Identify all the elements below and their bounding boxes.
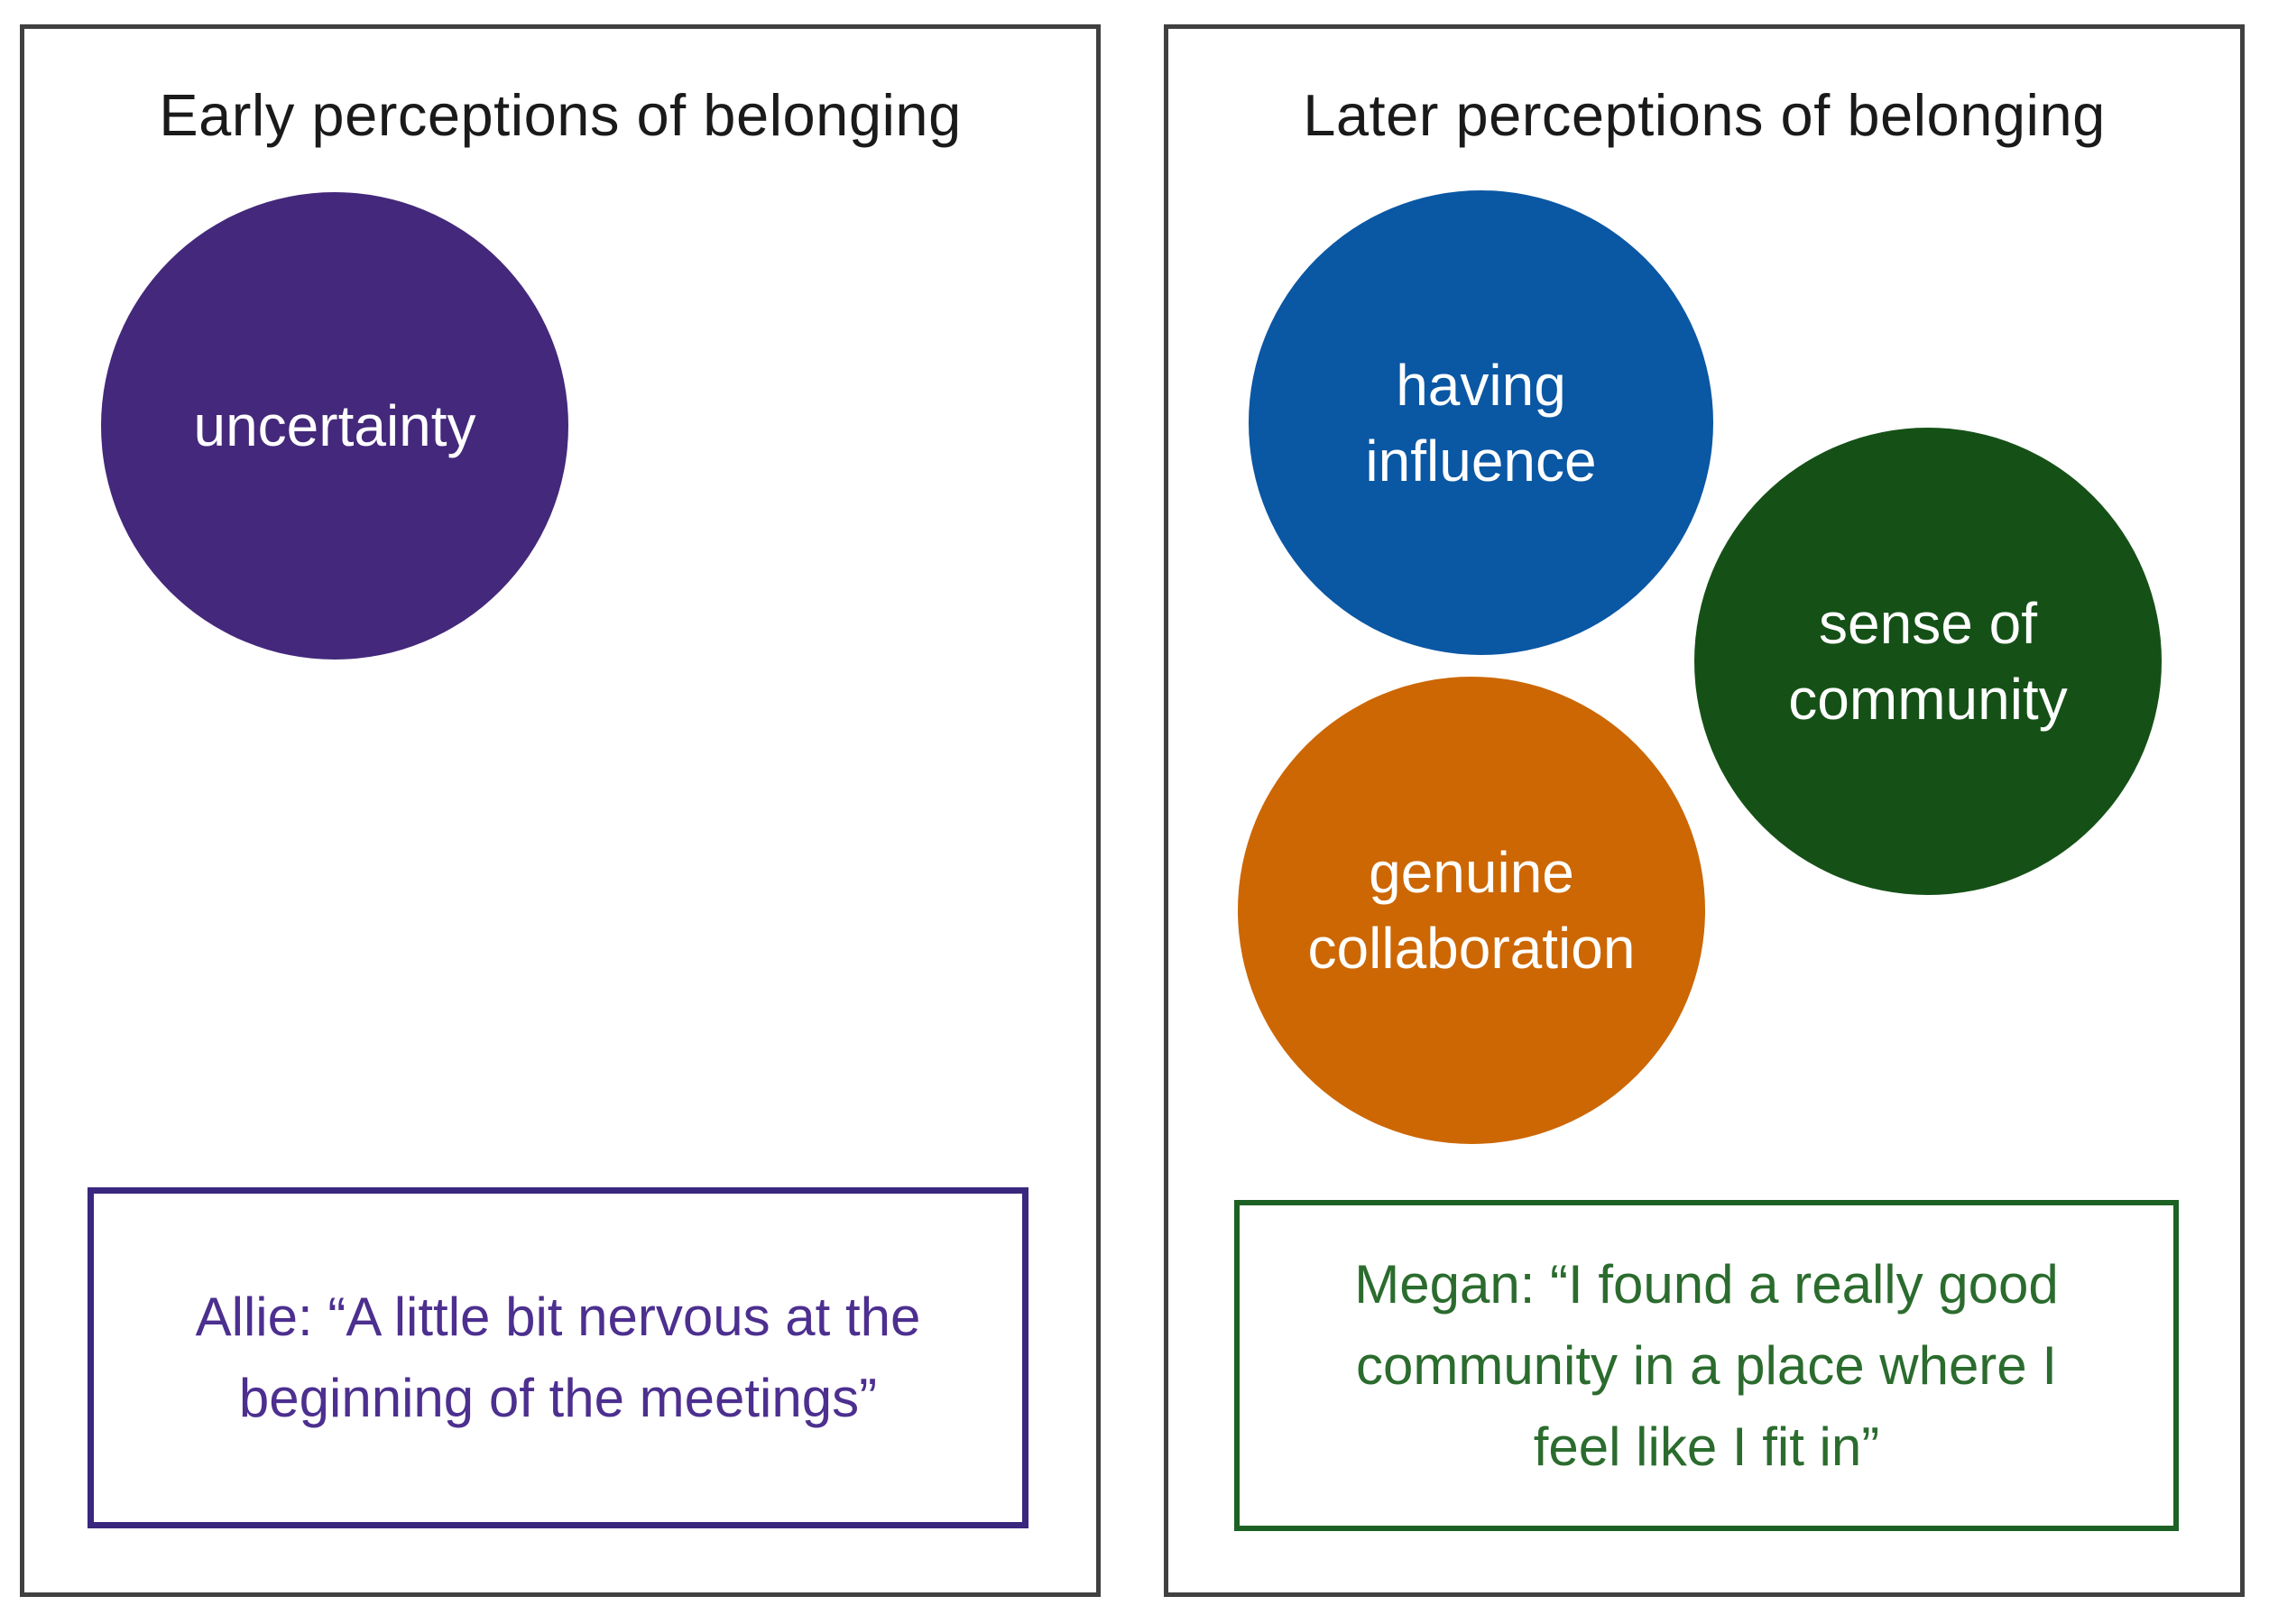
quote-megan-line-1: Megan: “I found a really good	[1354, 1253, 2059, 1315]
quote-box-allie: Allie: “A little bit nervous at the begi…	[88, 1187, 1028, 1528]
quote-allie-line-2: beginning of the meetings”	[238, 1368, 878, 1428]
panel-later-perceptions: Later perceptions of belonging having in…	[1164, 24, 2245, 1597]
circle-genuine-collaboration-label-line-1: genuine	[1369, 840, 1574, 905]
circle-having-influence-label-line-1: having	[1396, 352, 1566, 418]
panel-later-title: Later perceptions of belonging	[1303, 82, 2106, 148]
circle-genuine-collaboration-label-line-2: collaboration	[1307, 916, 1636, 981]
quote-megan-line-2: community in a place where I	[1355, 1334, 2057, 1396]
quote-megan-line-3: feel like I fit in”	[1533, 1416, 1880, 1477]
circle-sense-of-community-label-line-1: sense of	[1819, 591, 2037, 656]
circle-genuine-collaboration: genuine collaboration	[1238, 677, 1705, 1144]
panel-early-perceptions: Early perceptions of belonging uncertain…	[20, 24, 1101, 1597]
circle-uncertainty-label: uncertainty	[193, 393, 476, 458]
circle-sense-of-community-label-line-2: community	[1788, 667, 2068, 732]
quote-box-megan: Megan: “I found a really good community …	[1234, 1200, 2179, 1531]
quote-allie-line-1: Allie: “A little bit nervous at the	[195, 1287, 921, 1347]
circle-having-influence: having influence	[1249, 190, 1713, 655]
circle-having-influence-label-line-2: influence	[1365, 428, 1597, 494]
circle-sense-of-community: sense of community	[1694, 428, 2162, 895]
circle-uncertainty: uncertainty	[101, 192, 568, 660]
panel-early-title: Early perceptions of belonging	[159, 82, 962, 148]
